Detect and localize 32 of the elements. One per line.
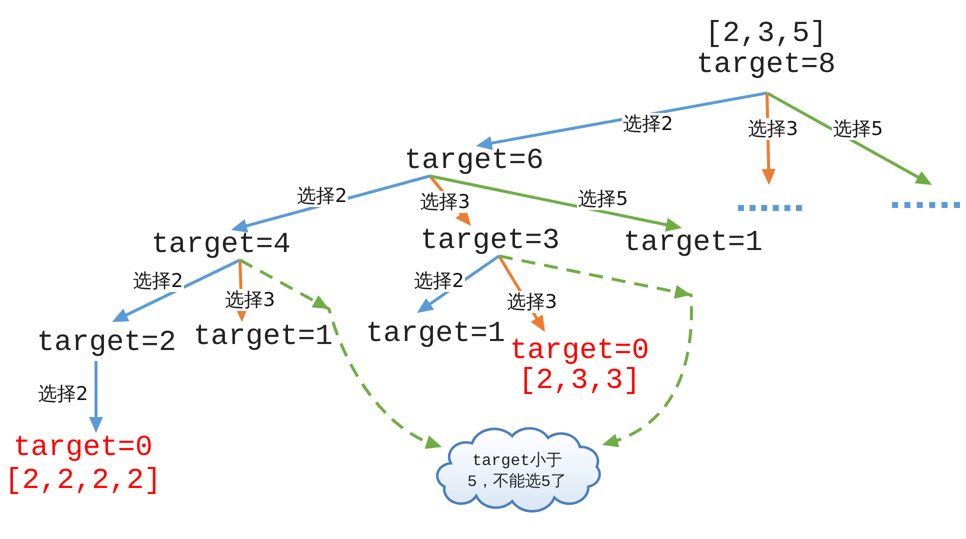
edge-label: 选择2 [413, 270, 466, 292]
target-label: target=2 [36, 328, 176, 358]
arrow [112, 258, 241, 322]
arrow [476, 92, 768, 150]
edge-label: 选择2 [37, 383, 90, 405]
arrow [766, 92, 932, 185]
target-label: target=1 [366, 319, 506, 349]
edge-label: 选择2 [622, 113, 674, 135]
edge-label: 选择5 [832, 118, 884, 140]
result-array: [2,2,2,2] [4, 466, 162, 496]
target-label: target=0 [510, 336, 650, 366]
edge-label: 选择3 [747, 118, 800, 140]
target-label: target=3 [420, 226, 560, 256]
dashed-arrow [239, 258, 442, 448]
edge-label: 选择2 [132, 270, 184, 292]
edge-label: 选择3 [224, 289, 276, 311]
cloud-note: target小于5，不能选5了 [466, 450, 568, 492]
array-label: [2,3,5] [705, 19, 827, 49]
edge-label: 选择2 [296, 185, 348, 207]
arrow [89, 361, 103, 433]
target-label: target=4 [151, 230, 291, 260]
arrow [430, 174, 682, 232]
target-label: target=6 [404, 146, 544, 176]
edge-label: 选择5 [577, 188, 630, 210]
dashed-arrow [498, 254, 693, 447]
target-label: target=1 [193, 322, 333, 352]
result-array: [2,3,3] [518, 366, 640, 396]
target-label: target=1 [623, 228, 763, 258]
target-label: target=8 [696, 50, 836, 80]
edge-label: 选择3 [506, 291, 558, 313]
edge-label: 选择3 [419, 191, 472, 213]
target-label: target=0 [13, 433, 153, 463]
